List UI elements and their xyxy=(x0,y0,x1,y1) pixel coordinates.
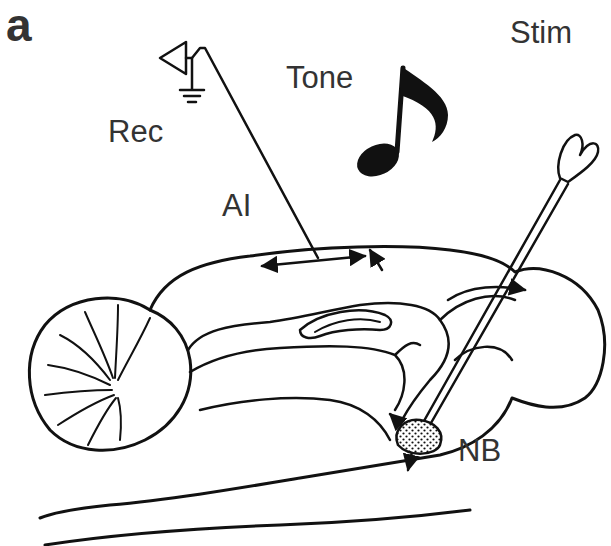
cortical-arrow xyxy=(262,256,365,266)
hippocampus xyxy=(300,310,391,338)
amplifier-triangle xyxy=(160,42,186,74)
nb-arrow xyxy=(408,452,412,470)
stim-electrode xyxy=(420,180,568,430)
cerebellum xyxy=(29,298,190,450)
note-flag xyxy=(400,66,448,142)
cortical-arrow xyxy=(370,250,382,270)
ground-symbol xyxy=(180,58,204,102)
cortical-arrow xyxy=(448,287,525,300)
region-label: NB xyxy=(458,435,501,466)
panel-letter: a xyxy=(6,2,32,48)
region-label: Stim xyxy=(510,17,572,48)
cerebellum-folia xyxy=(45,305,150,445)
midbrain-contour xyxy=(200,398,390,440)
region-label: Rec xyxy=(108,116,163,147)
brainstem-lower xyxy=(45,510,470,545)
hippocampus-inner xyxy=(315,319,380,332)
brain-outline xyxy=(40,247,605,518)
region-label: AI xyxy=(222,190,251,221)
nucleus-basalis xyxy=(397,420,442,454)
cortex-boundary xyxy=(188,303,449,420)
thalamus-contour xyxy=(190,343,420,410)
region-label: Tone xyxy=(286,62,353,93)
stim-connector xyxy=(558,135,598,182)
